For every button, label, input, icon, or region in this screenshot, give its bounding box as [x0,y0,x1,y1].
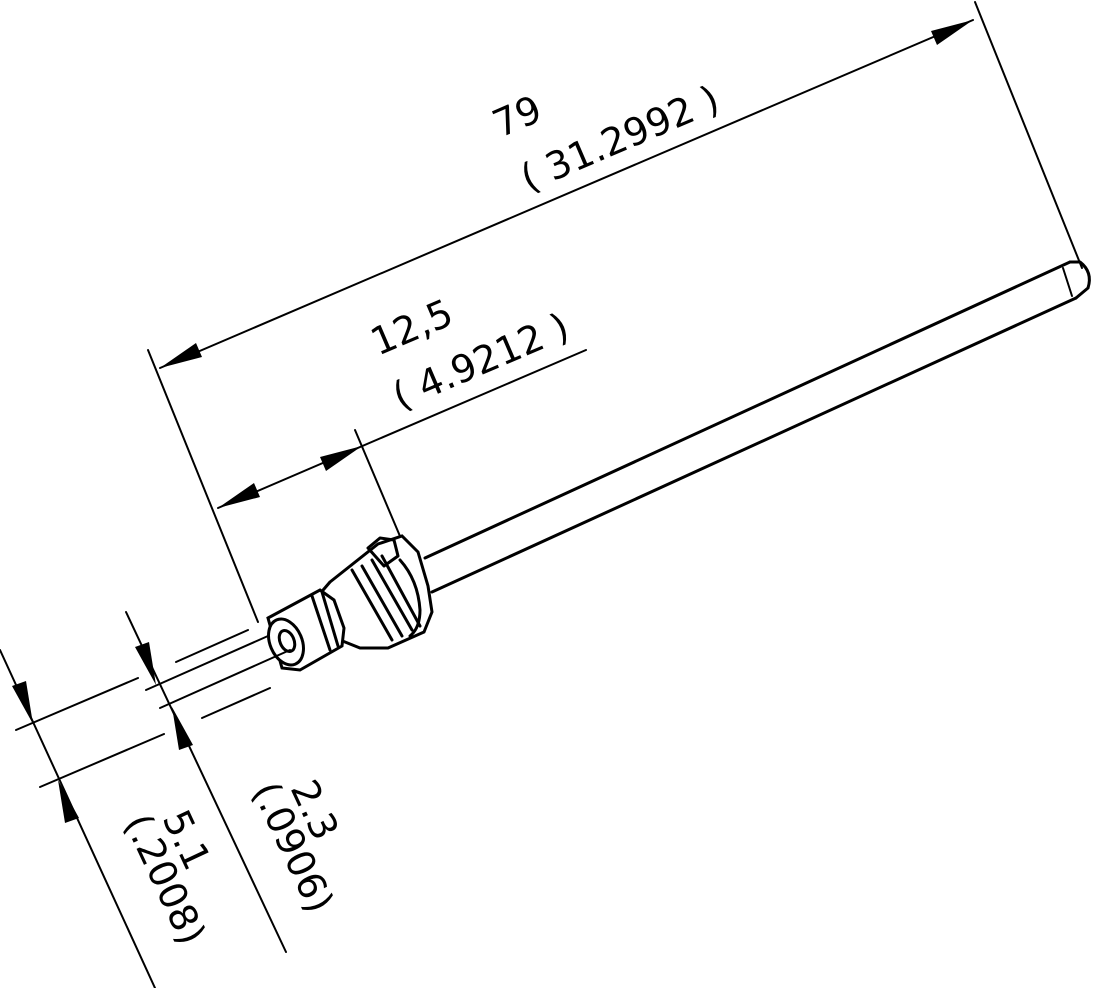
extension-line-od-top-2 [175,629,249,663]
nose-step [320,590,340,648]
extension-line-od-bottom [39,733,165,788]
collar-groove [370,558,414,632]
arrowhead [58,780,79,823]
arrowhead [931,20,973,45]
overall-length-dimension: 79 ( 31.2992 ) [147,1,1083,623]
extension-line-left [147,349,259,623]
extension-line-od-bottom-2 [201,687,271,719]
tube-bottom-edge [430,296,1078,594]
tube-tip-edge [1062,267,1073,297]
collar-groove [360,564,404,638]
overall-length-metric: 79 [486,87,548,146]
extension-line-id-bottom [159,649,291,709]
nozzle-opening-outer [267,617,305,667]
collar-dimension-line [217,349,587,509]
nose-step [310,594,332,652]
tube-tip [1068,260,1091,300]
extension-line-collar [354,429,406,549]
collar-groove [350,568,394,642]
overall-dimension-line [159,19,974,369]
arrowhead [12,681,33,724]
arrowhead [160,343,202,368]
arrowhead [320,446,362,471]
arrowhead [172,707,193,750]
collar-key [366,536,400,568]
extension-line-right [974,1,1083,269]
arrowhead [135,642,156,685]
collar-contour [398,558,422,638]
extension-line-od-top [15,677,139,731]
collar-groove [380,554,422,628]
extension-line-id-top [145,635,269,691]
tube-top-edge [423,260,1072,560]
nozzle-part [266,260,1091,672]
nozzle-opening-inner [277,629,297,653]
arrowhead [218,483,260,508]
